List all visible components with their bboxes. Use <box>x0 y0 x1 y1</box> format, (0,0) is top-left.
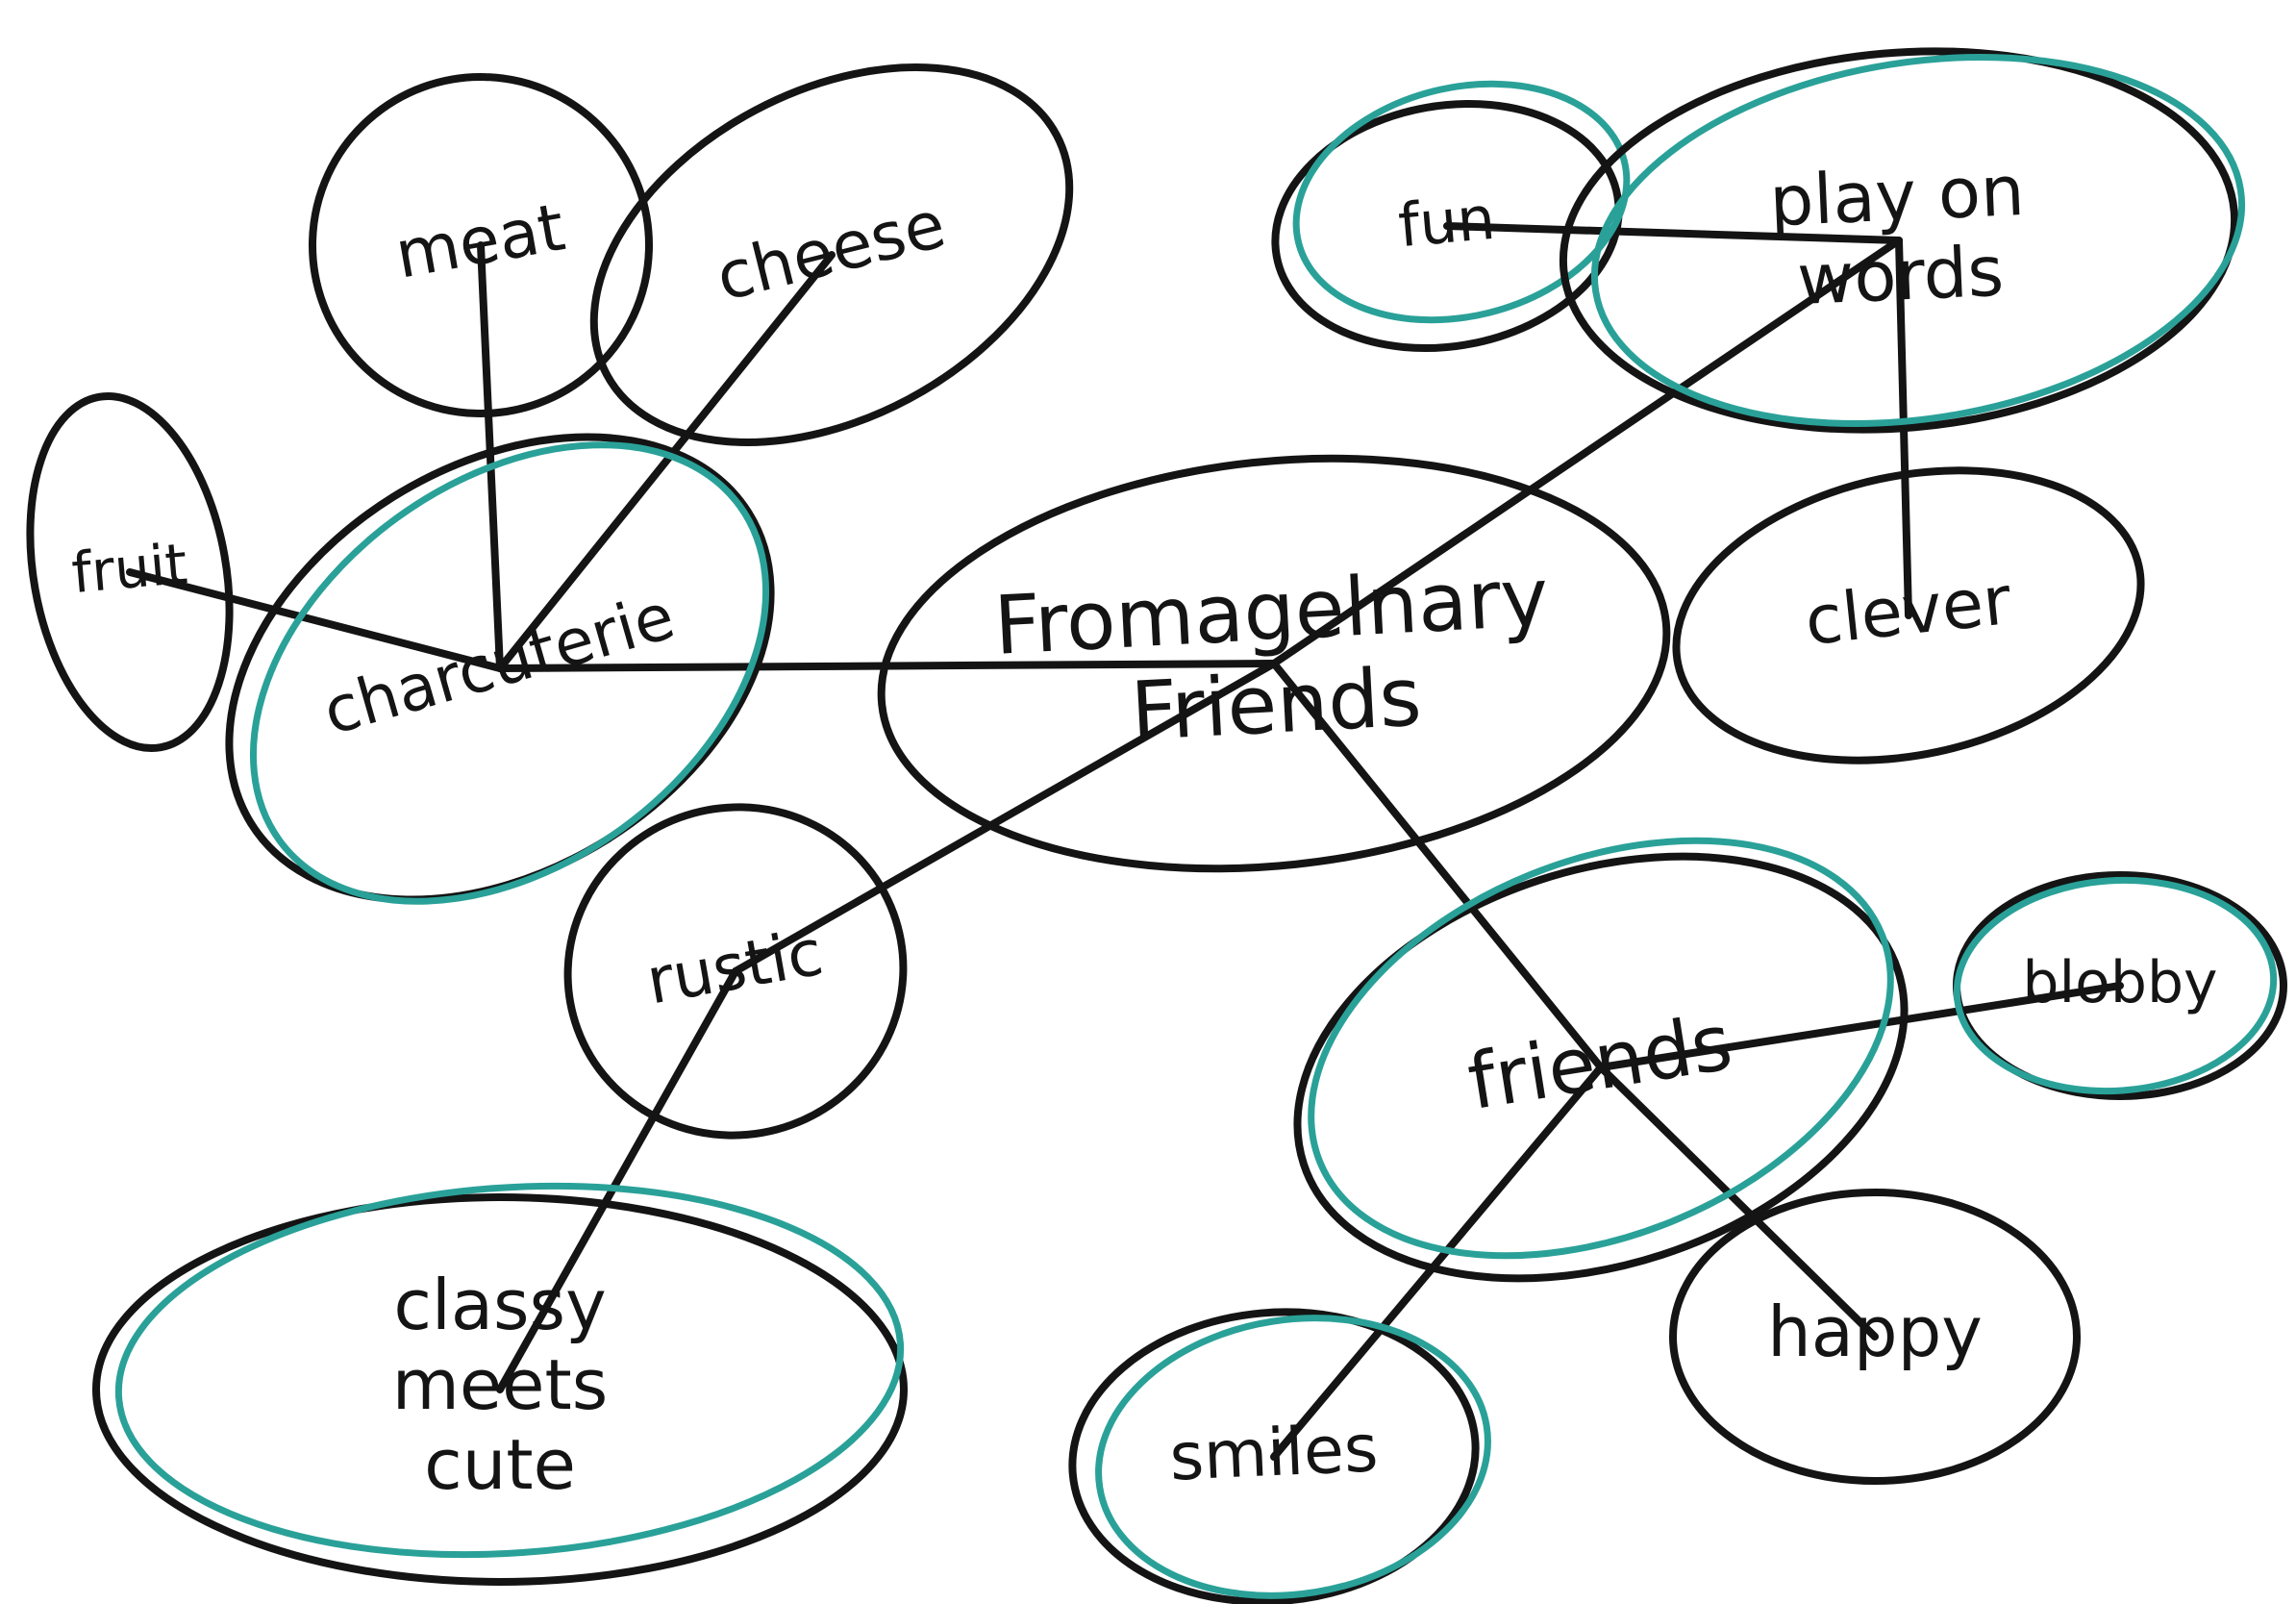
connector-rustic-classy <box>496 967 739 1393</box>
node-friends: friends <box>1293 837 1909 1283</box>
node-fruit-label-line: fruit <box>69 531 189 606</box>
node-happy-label: happy <box>1767 1291 1983 1372</box>
node-blobby: blobby <box>1953 871 2287 1100</box>
node-classy-highlight-ring <box>114 1182 905 1559</box>
node-cheese-label-line: cheese <box>709 187 952 316</box>
connector-lines <box>126 222 2124 1461</box>
node-meat-outline <box>309 73 653 417</box>
node-smiles-highlight-ring <box>1095 1315 1491 1599</box>
node-fun-outline <box>1271 99 1623 353</box>
node-fun: fun <box>1271 80 1631 353</box>
connector-charcuterie-cheese <box>496 251 836 672</box>
node-center-label-line: Friends <box>1129 649 1424 759</box>
node-meat-label-line: meat <box>390 189 570 293</box>
node-fun-highlight-ring <box>1292 80 1631 324</box>
connector-center-rustic <box>732 660 1278 975</box>
node-center-label: FromagelnaryFriends <box>992 550 1556 766</box>
node-play-outline <box>1559 47 2239 434</box>
node-fun-label-line: fun <box>1395 183 1497 261</box>
node-friends-label-line: friends <box>1462 997 1738 1127</box>
node-classy-label-line: meets <box>392 1344 608 1425</box>
connector-play-fun <box>1443 222 1903 244</box>
node-rustic: rustic <box>563 803 908 1140</box>
node-play-highlight-ring <box>1590 53 2246 428</box>
node-meat: meat <box>309 73 653 417</box>
node-rustic-label: rustic <box>641 915 828 1019</box>
node-center: FromagelnaryFriends <box>877 454 1671 873</box>
node-fun-label: fun <box>1395 183 1497 261</box>
node-clever-label-line: clever <box>1802 561 2015 661</box>
connector-charcuterie-meat <box>477 241 504 672</box>
node-smiles: smiles <box>1068 1308 1491 1604</box>
node-blobby-label-line: blobby <box>2022 949 2217 1016</box>
node-fruit-label: fruit <box>69 531 189 606</box>
node-classy-label-line: cute <box>424 1423 576 1504</box>
node-fruit: fruit <box>26 391 234 753</box>
node-clever-outline <box>1672 466 2145 764</box>
node-friends-label: friends <box>1462 997 1738 1127</box>
node-happy-label-line: happy <box>1767 1291 1983 1372</box>
node-clever-label: clever <box>1802 561 2015 661</box>
node-center-label-line: Fromagelnary <box>992 550 1551 673</box>
connector-friends-smiles <box>1270 1064 1605 1461</box>
node-charcuterie-highlight-ring <box>249 441 770 905</box>
node-meat-label: meat <box>390 189 570 293</box>
node-fruit-outline <box>26 391 234 753</box>
connector-friends-blobby <box>1597 982 2124 1071</box>
node-classy-label-line: classy <box>393 1265 606 1345</box>
node-play: play onwords <box>1559 47 2246 434</box>
node-happy: happy <box>1669 1189 2081 1485</box>
node-cheese-label: cheese <box>709 187 952 316</box>
node-happy-outline <box>1669 1189 2081 1485</box>
node-center-outline <box>877 454 1671 873</box>
node-rustic-label-line: rustic <box>641 915 828 1019</box>
node-play-label: play onwords <box>1768 149 2030 320</box>
node-classy-outline <box>92 1193 908 1586</box>
node-play-label-line: words <box>1796 230 2006 319</box>
node-smiles-outline <box>1068 1308 1480 1604</box>
connector-charcuterie-fruit <box>126 568 504 672</box>
node-smiles-label-line: smiles <box>1168 1411 1380 1495</box>
node-friends-outline <box>1293 852 1909 1283</box>
node-cheese-outline <box>589 63 1074 446</box>
connector-center-play <box>1270 237 1903 667</box>
connector-friends-happy <box>1597 1064 1879 1341</box>
connector-center-friends <box>1270 660 1605 1071</box>
node-smiles-label: smiles <box>1168 1411 1380 1495</box>
node-play-label-line: play on <box>1768 149 2026 240</box>
node-blobby-highlight-ring <box>1953 876 2278 1095</box>
node-rustic-outline <box>563 803 908 1140</box>
node-blobby-label: blobby <box>2022 949 2217 1016</box>
node-friends-highlight-ring <box>1308 837 1894 1260</box>
